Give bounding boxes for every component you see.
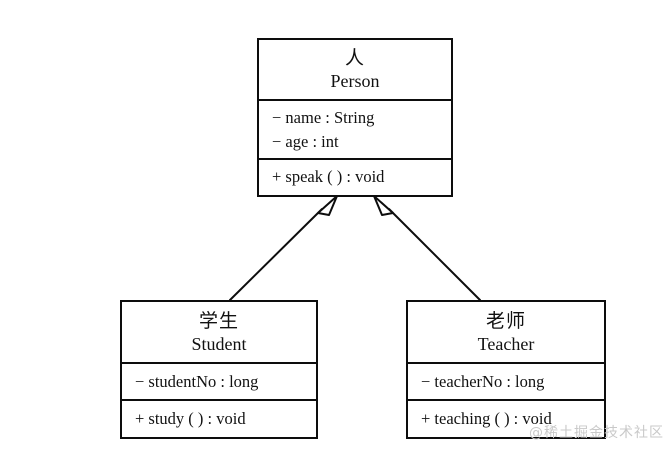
class-name-cn-person: 人	[344, 48, 365, 70]
class-attributes-student: − studentNo : long	[122, 362, 316, 399]
class-method-row: + speak ( ) : void	[272, 167, 385, 187]
class-methods-person: + speak ( ) : void	[259, 157, 451, 195]
generalization-line-teacher-person	[388, 208, 481, 301]
class-method-row: + study ( ) : void	[135, 409, 246, 429]
class-methods-student: + study ( ) : void	[122, 399, 316, 437]
class-name-cn-student: 学生	[198, 310, 239, 332]
uml-class-student[interactable]: 学生 Student − studentNo : long + study ( …	[120, 300, 318, 439]
class-name-en-teacher: Teacher	[477, 333, 535, 354]
generalization-line-student-person	[229, 208, 323, 301]
class-attributes-person: − name : String − age : int	[259, 99, 451, 158]
class-method-row: + teaching ( ) : void	[421, 409, 552, 429]
class-attribute-row: − age : int	[272, 131, 339, 151]
class-attribute-row: − studentNo : long	[135, 371, 259, 391]
hollow-triangle-arrowhead-teacher	[373, 195, 394, 216]
class-header-student: 学生 Student	[122, 302, 316, 362]
class-attributes-teacher: − teacherNo : long	[408, 362, 604, 399]
uml-class-person[interactable]: 人 Person − name : String − age : int + s…	[257, 38, 453, 197]
hollow-triangle-arrowhead-student	[317, 195, 338, 216]
uml-class-teacher[interactable]: 老师 Teacher − teacherNo : long + teaching…	[406, 300, 606, 439]
watermark-text: @稀土掘金技术社区	[529, 425, 664, 441]
class-name-en-student: Student	[191, 333, 247, 354]
class-methods-teacher: + teaching ( ) : void	[408, 399, 604, 437]
class-header-person: 人 Person	[259, 40, 451, 99]
class-header-teacher: 老师 Teacher	[408, 302, 604, 362]
class-name-cn-teacher: 老师	[485, 310, 526, 332]
class-name-en-person: Person	[330, 71, 380, 92]
class-attribute-row: − teacherNo : long	[421, 371, 545, 391]
class-attribute-row: − name : String	[272, 107, 375, 127]
